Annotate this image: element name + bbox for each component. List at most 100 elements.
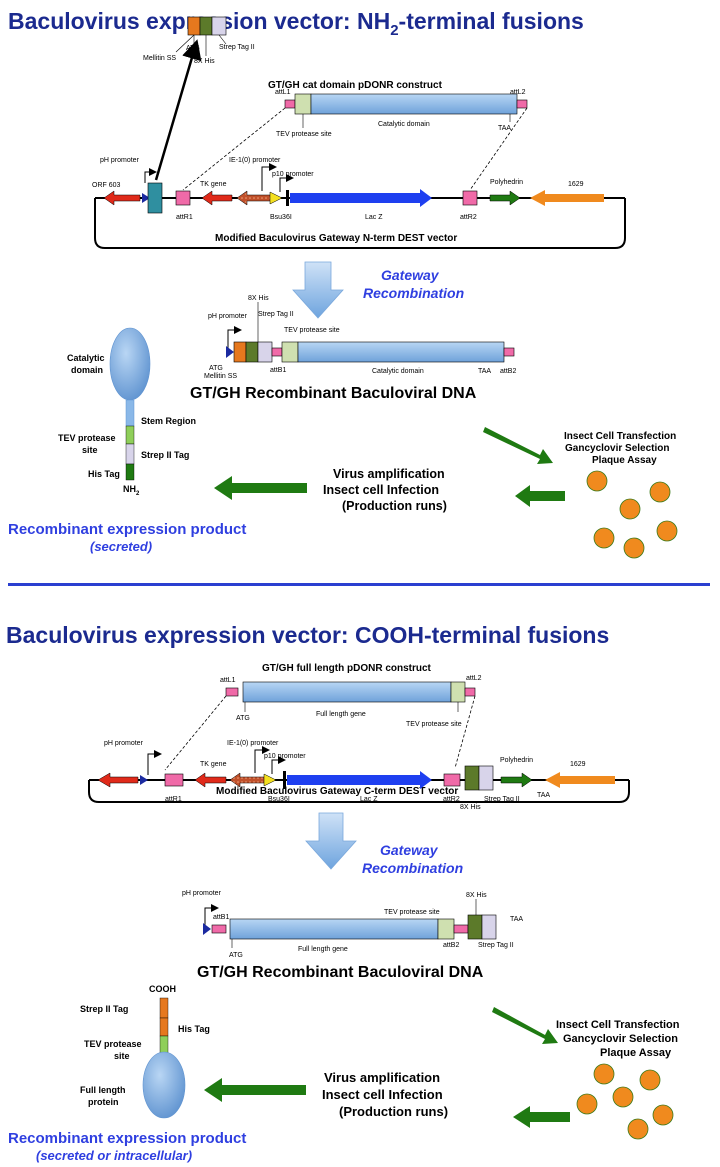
top-ph-label: pH promoter bbox=[100, 157, 140, 164]
top-p10-triangle bbox=[269, 191, 283, 205]
top-prod-tev-label-1: TEV protease bbox=[58, 433, 116, 443]
top-lacz-arrow bbox=[290, 189, 432, 207]
bottom-prod-tev-label-2: site bbox=[114, 1051, 130, 1061]
bottom-taa-label: TAA bbox=[537, 792, 550, 799]
top-virus-label-3: (Production runs) bbox=[342, 499, 447, 513]
top-ie1-label: IE-1(0) promoter bbox=[229, 157, 281, 164]
top-rec-mellitin-label: Mellitin SS bbox=[204, 373, 237, 380]
bottom-recombination-label: Recombination bbox=[362, 860, 463, 876]
top-attl2-label: attL2 bbox=[510, 89, 526, 96]
bottom-bsu36i-label: Bsu36I bbox=[268, 796, 290, 803]
bottom-attl2-label: attL2 bbox=[466, 675, 482, 682]
top-tk-label: TK gene bbox=[200, 181, 227, 188]
top-prod-tev-label-2: site bbox=[82, 445, 98, 455]
top-prod-catalytic-ellipse bbox=[109, 327, 151, 401]
bottom-ph-triangle bbox=[140, 775, 148, 785]
top-prod-his-label: His Tag bbox=[88, 469, 120, 479]
tag-mellitin-label: Mellitin SS bbox=[143, 55, 176, 62]
bottom-rec-8xhis-label: 8X His bbox=[466, 892, 487, 899]
bottom-rec-full-length-box bbox=[229, 918, 439, 940]
bottom-dest-label: Modified Baculovirus Gateway C-term DEST… bbox=[216, 786, 458, 797]
top-title: Baculovirus expression vector: NH2-termi… bbox=[8, 8, 584, 39]
bottom-full-length-box bbox=[242, 681, 452, 703]
top-catalytic-label: Catalytic domain bbox=[378, 121, 430, 128]
bottom-prod-strep-label: Strep II Tag bbox=[80, 1004, 128, 1014]
top-prod-nh-label: NH2 bbox=[123, 484, 140, 497]
bottom-strep-box bbox=[478, 765, 494, 791]
bottom-lacz-label: Lac Z bbox=[360, 796, 378, 803]
top-p10-label: p10 promoter bbox=[272, 171, 314, 178]
top-product-label-1: Recombinant expression product bbox=[8, 521, 246, 538]
top-orf603-arrow bbox=[103, 190, 141, 206]
top-rec-title: GT/GH Recombinant Baculoviral DNA bbox=[190, 385, 477, 402]
top-1629-label: 1629 bbox=[568, 181, 584, 188]
top-orf603-label: ORF 603 bbox=[92, 182, 121, 189]
bottom-rec-attb1-label: attB1 bbox=[213, 914, 229, 921]
top-transfection-label-1: Insect Cell Transfection bbox=[564, 431, 676, 442]
top-rec-8xhis-label: 8X His bbox=[248, 295, 269, 302]
bottom-attr2-box bbox=[443, 773, 461, 787]
top-recombination-label: Recombination bbox=[363, 285, 464, 301]
bottom-gateway-label: Gateway bbox=[380, 842, 439, 858]
bottom-p10-label: p10 promoter bbox=[264, 753, 306, 760]
top-ie1-arrow bbox=[236, 190, 273, 206]
bottom-product-label-2: (secreted or intracellular) bbox=[36, 1148, 192, 1163]
top-rec-ph-label: pH promoter bbox=[208, 313, 248, 320]
top-tev-label: TEV protease site bbox=[276, 131, 332, 138]
top-beads bbox=[586, 470, 678, 559]
bottom-p10-triangle bbox=[263, 773, 277, 787]
bottom-8xhis-label: 8X His bbox=[460, 804, 481, 811]
top-rec-atg-label: ATG bbox=[209, 365, 223, 372]
bottom-ph-label: pH promoter bbox=[104, 740, 144, 747]
bottom-green-arrow-left-2 bbox=[204, 1078, 306, 1102]
bottom-polyhedrin-label: Polyhedrin bbox=[500, 757, 533, 764]
top-taa-label: TAA bbox=[498, 125, 511, 132]
top-rec-attb1-label: attB1 bbox=[270, 367, 286, 374]
top-attl1-label: attL1 bbox=[275, 89, 291, 96]
bottom-product-label-1: Recombinant expression product bbox=[8, 1130, 246, 1147]
section-divider bbox=[8, 583, 710, 586]
bottom-transfection-label-1: Insect Cell Transfection bbox=[556, 1019, 680, 1031]
top-green-arrow-left-1 bbox=[515, 485, 565, 507]
bottom-rec-strep-label: Strep Tag II bbox=[478, 942, 514, 949]
bottom-virus-label-2: Insect cell Infection bbox=[322, 1087, 443, 1102]
top-attr2-label: attR2 bbox=[460, 214, 477, 221]
top-polyhedrin-arrow bbox=[489, 190, 521, 206]
top-rec-attb2-label: attB2 bbox=[500, 368, 516, 375]
bottom-polyhedrin-arrow bbox=[500, 772, 533, 788]
top-attr1-box bbox=[175, 190, 191, 206]
top-attr1-label: attR1 bbox=[176, 214, 193, 221]
bottom-rec-atg-label: ATG bbox=[229, 952, 243, 959]
bottom-1629-arrow bbox=[545, 772, 615, 788]
bottom-gateway-arrow bbox=[305, 812, 357, 870]
top-green-arrow-left-2 bbox=[214, 476, 307, 500]
top-product-label-2: (secreted) bbox=[90, 539, 152, 554]
bottom-attr2-label: attR2 bbox=[443, 796, 460, 803]
top-prod-stem-label: Stem Region bbox=[141, 416, 196, 426]
bottom-tk-label: TK gene bbox=[200, 761, 227, 768]
bottom-rec-attb2-label: attB2 bbox=[443, 942, 459, 949]
bottom-prod-tev-label-1: TEV protease bbox=[84, 1039, 142, 1049]
bottom-prod-full-label-1: Full length bbox=[80, 1085, 126, 1095]
bottom-atg-label: ATG bbox=[236, 715, 250, 722]
bottom-prod-protein-ellipse bbox=[142, 1051, 186, 1119]
bottom-rec-tev-label: TEV protease site bbox=[384, 909, 440, 916]
top-rec-strep-label: Strep Tag II bbox=[258, 311, 294, 318]
bottom-rec-taa-label: TAA bbox=[510, 916, 523, 923]
bottom-rec-full-length-label: Full length gene bbox=[298, 946, 348, 953]
bottom-attr1-label: attR1 bbox=[165, 796, 182, 803]
bottom-title: Baculovirus expression vector: COOH-term… bbox=[6, 622, 609, 648]
top-prod-strep-label: Strep II Tag bbox=[141, 450, 189, 460]
top-tev-box bbox=[294, 93, 312, 115]
top-vector-backbone bbox=[94, 198, 626, 249]
top-gateway-arrow bbox=[292, 261, 344, 319]
bottom-8xhis-box bbox=[464, 765, 480, 791]
tag-pointer-arrow bbox=[154, 39, 202, 181]
bottom-green-arrow-down bbox=[492, 1007, 558, 1044]
top-tag-insert bbox=[147, 182, 163, 214]
top-attl1-box bbox=[284, 99, 296, 109]
bottom-attl1-box bbox=[225, 687, 239, 697]
top-bsu36i-label: Bsu36I bbox=[270, 214, 292, 221]
